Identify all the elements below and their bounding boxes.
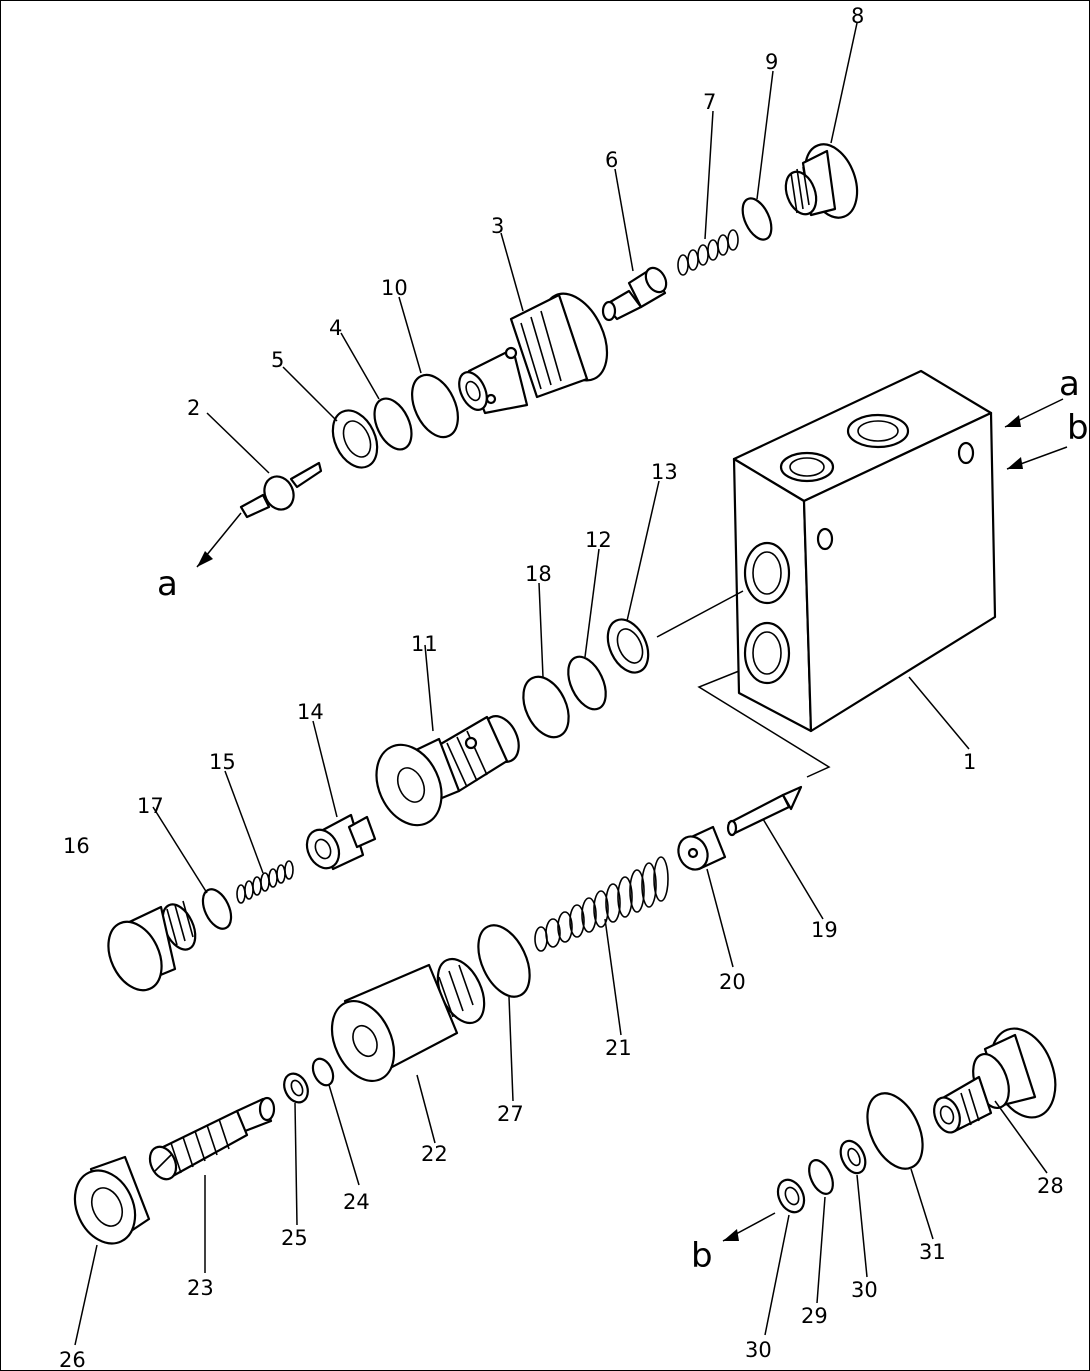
label-part-2: 2 [187,396,200,420]
label-part-10: 10 [381,276,408,300]
part-31-o-ring [866,1092,924,1170]
part-24-o-ring [311,1057,335,1087]
part-number-labels: 1 2 3 4 5 6 7 8 9 10 11 12 13 14 15 16 1… [59,4,1064,1371]
part-2-pin [239,461,323,519]
flow-letter-a-right: a [1059,364,1080,404]
label-part-30-lower: 30 [745,1338,772,1362]
label-part-25: 25 [281,1226,308,1250]
leader-lines [74,22,1048,1346]
part-20-spring-seat [677,825,727,871]
label-part-23: 23 [187,1276,214,1300]
label-part-3: 3 [491,214,504,238]
part-12-o-ring [567,655,607,711]
part-17-o-ring [201,888,233,930]
label-part-5: 5 [271,348,284,372]
part-30-backup-ring-lower [776,1178,806,1214]
label-part-20: 20 [719,970,746,994]
part-7-spring [677,229,739,276]
label-part-11: 11 [411,632,438,656]
label-part-19: 19 [811,918,838,942]
flow-arrows [196,398,1068,1242]
label-part-6: 6 [605,148,618,172]
part-11-valve-seat [375,715,520,827]
flow-letter-a-left: a [157,564,178,604]
label-part-15: 15 [209,750,236,774]
part-23-adjusting-screw [148,1096,276,1181]
part-10-o-ring [411,373,459,439]
flow-letters: a a b b [157,364,1089,1276]
label-part-9: 9 [765,50,778,74]
label-part-21: 21 [605,1036,632,1060]
label-part-26: 26 [59,1348,86,1371]
flow-letter-b-lower: b [691,1236,713,1276]
part-4-o-ring [373,397,413,451]
label-part-18: 18 [525,562,552,586]
part-5-backup-ring [331,409,379,469]
part-6-poppet [601,266,668,322]
label-part-4: 4 [329,316,342,340]
part-14-poppet [305,813,377,871]
label-part-1: 1 [963,750,976,774]
label-part-16: 16 [63,834,90,858]
part-19-pin [726,785,803,837]
part-9-o-ring [741,197,773,241]
part-13-backup-ring [606,618,650,674]
label-part-29: 29 [801,1304,828,1328]
label-part-12: 12 [585,528,612,552]
label-part-22: 22 [421,1142,448,1166]
label-part-24: 24 [343,1190,370,1214]
part-29-o-ring [808,1159,834,1195]
part-18-o-ring [522,675,570,739]
label-part-17: 17 [137,794,164,818]
label-part-30-upper: 30 [851,1278,878,1302]
part-30-backup-ring-upper [839,1139,867,1175]
part-26-lock-nut [73,1155,151,1245]
part-21-spring [534,856,669,952]
part-15-spring [236,860,294,904]
part-25-backup-ring [283,1072,309,1104]
label-part-14: 14 [297,700,324,724]
valve-body [732,369,997,733]
part-3-valve-seat [458,292,609,415]
label-part-27: 27 [497,1102,524,1126]
label-part-13: 13 [651,460,678,484]
part-27-o-ring [477,924,531,998]
label-part-8: 8 [851,4,864,28]
part-8-plug [784,143,859,219]
part-22-housing [330,957,486,1082]
label-part-28: 28 [1037,1174,1064,1198]
label-part-31: 31 [919,1240,946,1264]
part-16-plug [107,900,197,992]
part-28-plug [933,1027,1057,1134]
label-part-7: 7 [703,90,716,114]
flow-letter-b-right: b [1067,408,1089,448]
